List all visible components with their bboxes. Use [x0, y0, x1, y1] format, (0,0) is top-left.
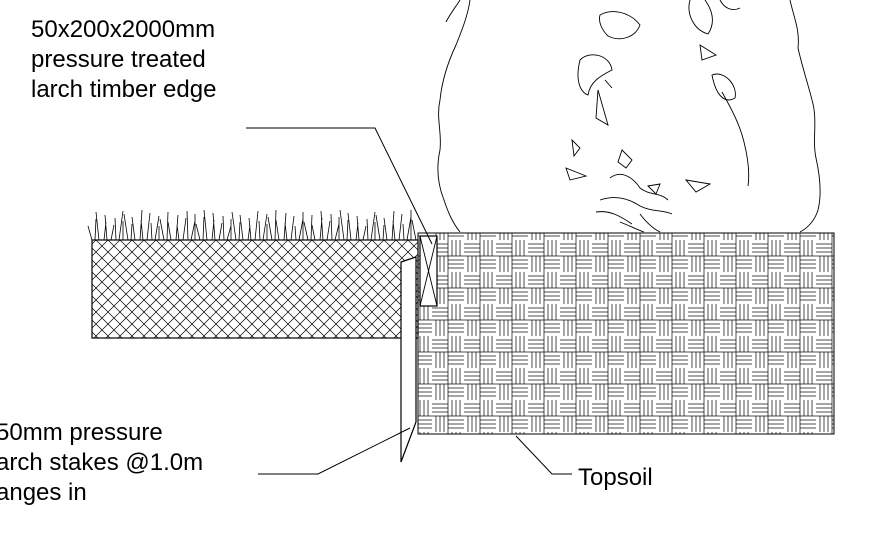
- grass-blade-strokes: [87, 209, 417, 241]
- timber-edge-cross: [419, 235, 438, 307]
- stake-label-line-3: anges in: [0, 479, 87, 506]
- stake-label-line-2: arch stakes @1.0m: [0, 449, 204, 476]
- topsoil-area: [417, 232, 835, 435]
- turf-area: [91, 239, 419, 339]
- stake-label: 50mm pressure arch stakes @1.0m anges in: [0, 418, 203, 508]
- stake-label-line-1: 50mm pressure: [0, 419, 163, 446]
- stake-leader: [258, 427, 411, 475]
- shrub-outline: [437, 0, 821, 233]
- timber-edge-label-line-3: larch timber edge: [31, 76, 217, 103]
- topsoil-leader: [515, 435, 572, 475]
- timber-edge-label: 50x200x2000mm pressure treated larch tim…: [31, 15, 216, 105]
- larch-stake: [400, 256, 417, 463]
- timber-edge-leader: [246, 127, 433, 245]
- leader-lines: [246, 127, 572, 475]
- grass-blades: [87, 209, 417, 241]
- topsoil-label: Topsoil: [578, 464, 653, 491]
- timber-edge-label-line-2: pressure treated: [31, 46, 206, 73]
- timber-edge-label-line-1: 50x200x2000mm: [31, 16, 216, 43]
